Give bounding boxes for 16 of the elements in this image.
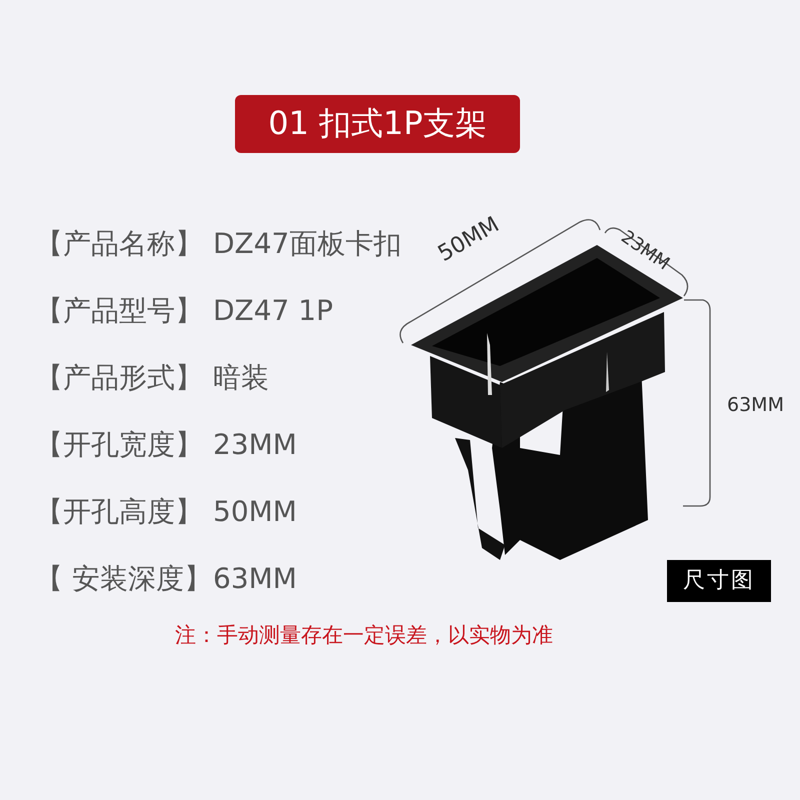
spec-name: 【产品形式】 [35, 364, 203, 392]
spec-value: DZ47面板卡扣 [213, 230, 402, 258]
spec-name: 【开孔宽度】 [35, 431, 203, 459]
dimension-label: 63MM [727, 396, 784, 415]
note: 注：手动测量存在一定误差，以实物为准 [175, 625, 553, 646]
title-banner: 01 扣式1P支架 [235, 95, 520, 153]
spec-value: 23MM [213, 431, 297, 459]
spec-value: DZ47 1P [213, 297, 333, 325]
spec-value: 50MM [213, 498, 297, 526]
spec-name: 【 安装深度】 [35, 565, 212, 593]
spec-value: 暗装 [213, 364, 269, 392]
spec-name: 【产品名称】 [35, 230, 203, 258]
spec-name: 【产品型号】 [35, 297, 203, 325]
spec-value: 63MM [213, 565, 297, 593]
spec-name: 【开孔高度】 [35, 498, 203, 526]
dimension-tag: 尺寸图 [667, 560, 771, 602]
